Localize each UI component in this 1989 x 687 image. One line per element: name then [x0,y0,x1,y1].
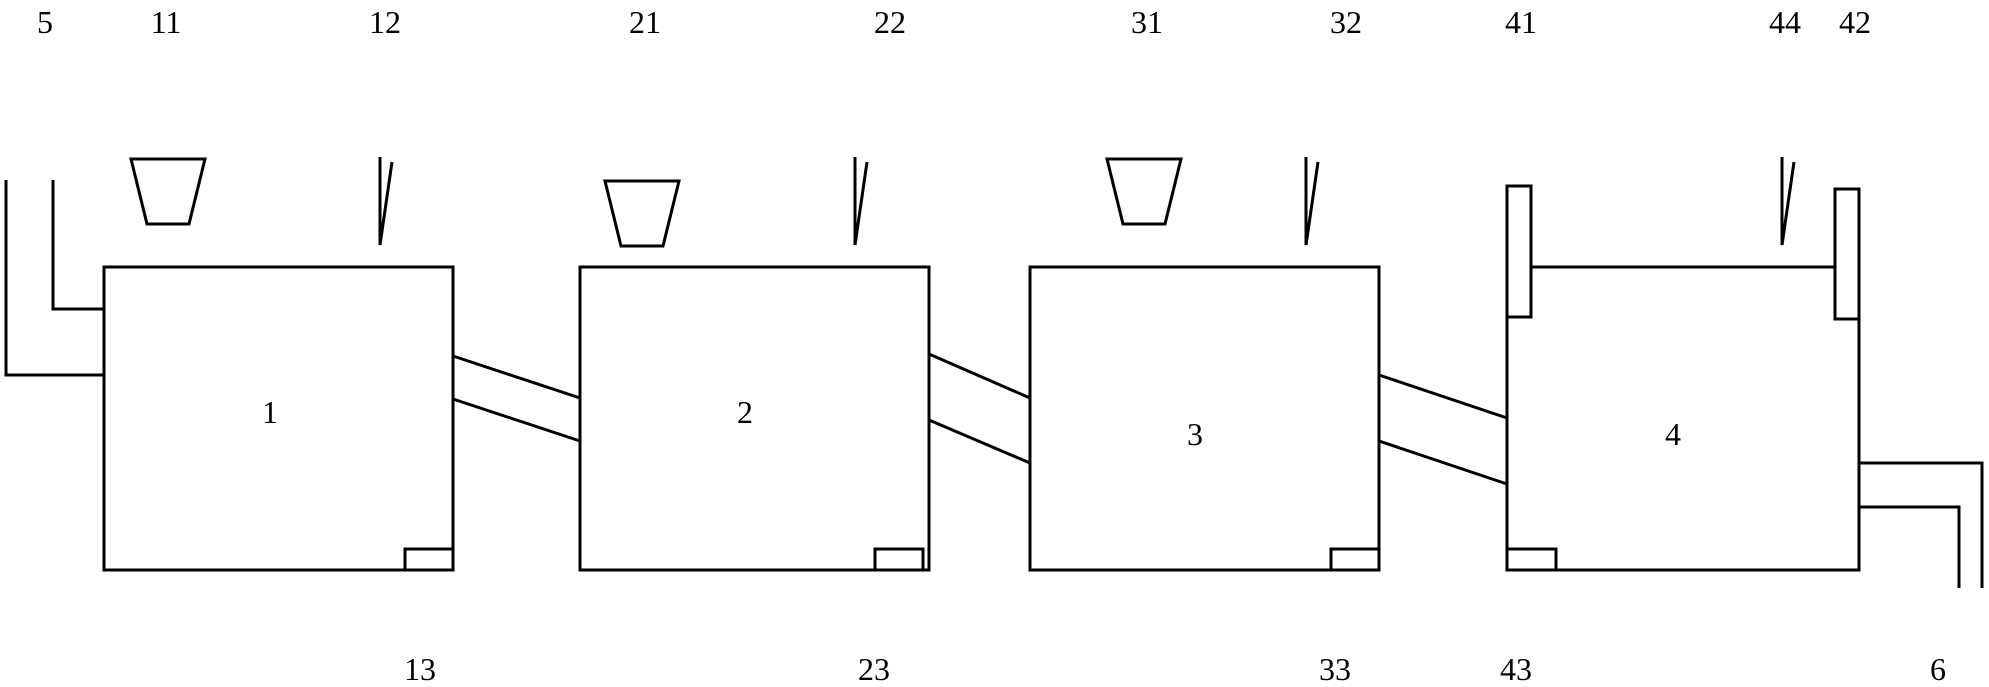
probe-22 [853,157,869,246]
tank-4: 4 [1505,265,1861,572]
tank-3: 3 [1028,265,1381,572]
label-13: 13 [404,651,436,687]
outlet-pipe [1859,461,1984,588]
probe-44 [1780,157,1796,246]
post-41 [1505,184,1533,319]
hopper-21 [603,179,681,248]
label-23: 23 [858,651,890,687]
post-42 [1833,187,1861,321]
tank-3-corner-part [1329,547,1381,572]
tank-1: 1 [102,265,455,572]
label-42: 42 [1839,4,1871,40]
connector-pipe-2-3 [928,352,1031,465]
label-33: 33 [1319,651,1351,687]
hopper-31 [1105,157,1183,226]
label-32: 32 [1330,4,1362,40]
tank-1-label: 1 [262,394,278,430]
label-41: 41 [1505,4,1537,40]
probe-12 [378,157,394,246]
label-44: 44 [1769,4,1801,40]
label-6: 6 [1930,651,1946,687]
probe-32 [1304,157,1320,246]
label-43: 43 [1500,651,1532,687]
tank-3-label: 3 [1187,416,1203,452]
connector-pipe-3-4 [1378,373,1508,486]
inlet-pipe [4,180,104,377]
tank-4-corner-part [1505,547,1558,572]
label-11: 11 [151,4,182,40]
tank-1-corner-part [403,547,455,572]
tank-2-corner-part [873,547,925,572]
connector-pipe-1-2 [452,354,581,443]
tank-2: 2 [578,265,931,572]
tank-4-label: 4 [1665,416,1681,452]
hopper-11 [129,157,207,226]
label-5: 5 [37,4,53,40]
tank-2-label: 2 [737,394,753,430]
label-21: 21 [629,4,661,40]
label-22: 22 [874,4,906,40]
label-31: 31 [1131,4,1163,40]
label-12: 12 [369,4,401,40]
